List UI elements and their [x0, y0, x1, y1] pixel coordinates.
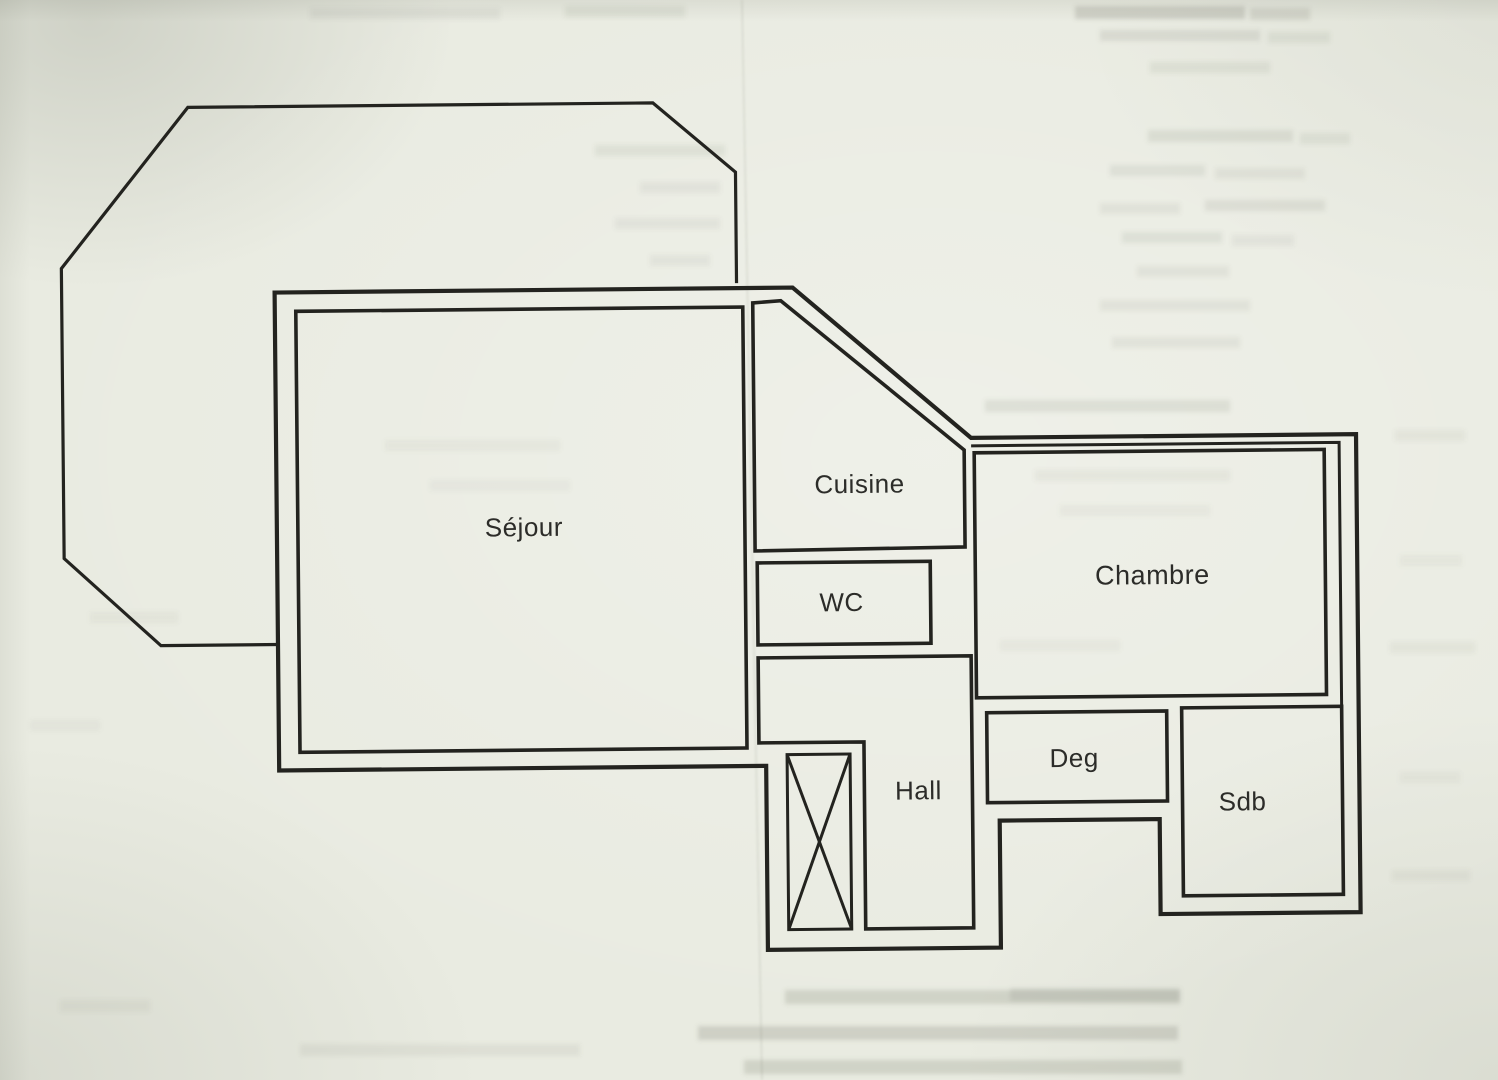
bleedthrough-mark [1035, 470, 1230, 481]
bleedthrough-mark [985, 400, 1230, 412]
bleedthrough-mark [60, 1000, 150, 1012]
bleedthrough-mark [1100, 30, 1260, 41]
room-cuisine [750, 298, 967, 553]
bleedthrough-mark [1400, 772, 1460, 783]
bleedthrough-mark [430, 480, 570, 491]
bleedthrough-mark [1000, 640, 1120, 651]
bleedthrough-mark [565, 6, 685, 17]
bleedthrough-mark [1205, 200, 1325, 211]
bleedthrough-mark [1392, 870, 1470, 881]
bleedthrough-mark [385, 440, 560, 451]
bleedthrough-mark [1112, 337, 1240, 348]
bleedthrough-mark [1150, 62, 1270, 73]
bleedthrough-mark [698, 1026, 1178, 1040]
bleedthrough-mark [1268, 32, 1330, 43]
bleedthrough-mark [30, 720, 100, 731]
bleedthrough-mark [1100, 300, 1250, 311]
room-sejour [293, 305, 749, 755]
page-crease [741, 0, 763, 1080]
bleedthrough-mark [310, 8, 500, 19]
shaft-crossed-box [785, 752, 854, 932]
plan-lines: Séjour Cuisine WC Chambre Deg Hall Sdb [59, 101, 1363, 952]
bleedthrough-mark [1100, 203, 1180, 214]
label-chambre: Chambre [1095, 560, 1210, 591]
bleedthrough-mark [1400, 555, 1462, 566]
room-labels: Séjour Cuisine WC Chambre Deg Hall Sdb [485, 469, 1267, 817]
bleedthrough-mark [1148, 130, 1293, 142]
hall-outline [756, 654, 976, 931]
shaft-box [785, 752, 854, 932]
bleedthrough-mark [615, 218, 720, 229]
bleedthrough-mark [1390, 642, 1475, 653]
bleedthrough-group [30, 6, 1475, 1074]
bleedthrough-mark [300, 1044, 580, 1056]
bleedthrough-mark [650, 255, 710, 266]
bleedthrough-mark [1010, 988, 1180, 1001]
bleedthrough-mark [90, 612, 178, 623]
bleedthrough-mark [1395, 430, 1465, 441]
label-sdb: Sdb [1219, 786, 1267, 816]
bleedthrough-mark [1215, 168, 1305, 179]
room-sdb [1179, 704, 1346, 898]
inner-wall-right [971, 440, 1344, 709]
balcony-outline [59, 101, 739, 648]
exterior-wall [272, 285, 1363, 952]
bleedthrough-mark [640, 182, 720, 193]
bleedthrough-mark [1122, 232, 1222, 243]
bleedthrough-mark [1250, 8, 1310, 20]
label-wc: WC [819, 587, 864, 617]
label-cuisine: Cuisine [814, 469, 905, 500]
bleedthrough-mark [744, 1060, 1182, 1074]
room-chambre [972, 447, 1329, 700]
label-deg: Deg [1049, 743, 1098, 773]
bleedthrough-mark [1060, 505, 1210, 516]
bleedthrough-mark [1110, 165, 1205, 176]
room-deg [984, 709, 1170, 805]
bleedthrough-mark [595, 145, 725, 156]
room-wc [755, 559, 933, 647]
shaft-cross-line [787, 753, 852, 931]
label-sejour: Séjour [485, 512, 563, 543]
bleedthrough-mark [1137, 266, 1229, 277]
label-hall: Hall [895, 775, 942, 805]
bleedthrough-mark [1075, 6, 1245, 19]
bleedthrough-mark [1232, 235, 1294, 246]
bleedthrough-mark [1300, 133, 1350, 144]
